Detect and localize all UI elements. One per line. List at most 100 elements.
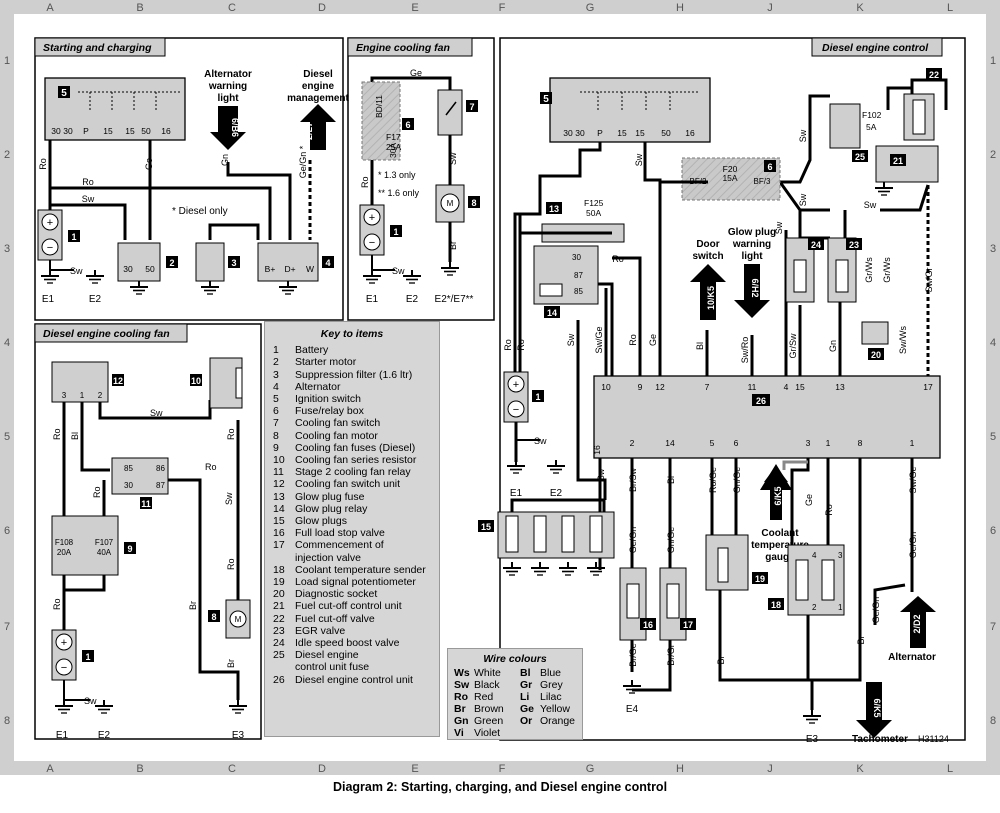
key-item-number: 13	[273, 490, 285, 503]
key-item-number: 11	[273, 466, 284, 479]
svg-text:3: 3	[838, 551, 843, 560]
key-item-text: Cooling fan switch	[295, 417, 381, 430]
svg-text:4: 4	[784, 382, 789, 392]
wire-colour-code	[520, 727, 540, 739]
svg-text:15: 15	[617, 128, 627, 138]
svg-text:9: 9	[127, 544, 132, 554]
svg-text:E2*/E7**: E2*/E7**	[435, 294, 474, 305]
svg-text:11: 11	[141, 499, 151, 509]
svg-text:11: 11	[748, 382, 757, 392]
svg-text:40A: 40A	[97, 548, 112, 557]
key-item-text: control unit fuse	[295, 661, 370, 674]
key-item-text: Stage 2 cooling fan relay	[295, 466, 411, 479]
col-label: F	[499, 2, 506, 14]
wire-colour-code: Br	[454, 703, 466, 715]
diesel-control-wires	[513, 78, 948, 710]
svg-text:light: light	[217, 93, 239, 104]
svg-text:16: 16	[161, 126, 171, 136]
svg-text:30: 30	[572, 253, 581, 262]
alternator-4: B+D+W 4	[257, 242, 334, 295]
svg-text:Br/Ge: Br/Ge	[628, 643, 638, 667]
key-item-number: 21	[273, 600, 285, 613]
svg-text:F108: F108	[55, 538, 74, 547]
alternator-ref: 2/D2 Alternator	[888, 596, 936, 663]
key-item-text: Fuse/relay box	[295, 405, 364, 418]
svg-text:engine: engine	[302, 81, 335, 92]
col-label: G	[586, 2, 595, 14]
svg-text:Ro: Ro	[205, 462, 217, 472]
wire-colour-name: Green	[474, 715, 504, 727]
col-label: K	[856, 2, 864, 14]
svg-text:15: 15	[125, 126, 135, 136]
svg-text:6/B6: 6/B6	[230, 118, 240, 137]
key-item-text: Idle speed boost valve	[295, 637, 400, 650]
panel-tab	[347, 37, 473, 57]
svg-text:85: 85	[574, 287, 583, 296]
row-label: 8	[4, 715, 10, 727]
svg-text:M: M	[235, 615, 242, 624]
svg-text:20A: 20A	[57, 548, 72, 557]
key-item-number: 22	[273, 612, 285, 625]
svg-text:E1: E1	[366, 294, 379, 305]
key-item-text: Ignition switch	[295, 393, 361, 406]
row-label: 7	[4, 621, 10, 633]
svg-text:P: P	[83, 126, 89, 136]
svg-text:Ro: Ro	[628, 334, 638, 346]
svg-text:2: 2	[98, 391, 103, 400]
svg-text:F125: F125	[584, 198, 604, 208]
svg-text:Sw: Sw	[634, 153, 644, 166]
svg-text:8: 8	[211, 612, 216, 622]
svg-text:Br/Gr: Br/Gr	[666, 644, 676, 666]
key-item-number: 18	[273, 563, 285, 576]
svg-text:* 1.3 only: * 1.3 only	[378, 170, 416, 180]
svg-text:warning: warning	[732, 239, 771, 250]
key-item-text: Cooling fan series resistor	[295, 454, 417, 467]
row-label: 2	[990, 149, 996, 161]
col-label: B	[136, 763, 143, 775]
key-item-number: 26	[273, 673, 285, 686]
svg-text:26: 26	[756, 396, 766, 406]
svg-text:6: 6	[734, 438, 739, 448]
svg-text:22: 22	[929, 70, 939, 80]
row-label: 5	[990, 431, 996, 443]
alternator-warning-ref: Alternator warning light 6/B6	[204, 69, 252, 150]
svg-text:Gn: Gn	[220, 154, 230, 166]
svg-text:W: W	[306, 264, 314, 274]
key-item-number	[273, 552, 295, 564]
svg-text:Br: Br	[448, 241, 458, 250]
svg-text:1: 1	[85, 652, 90, 662]
svg-text:Coolant: Coolant	[761, 528, 799, 539]
svg-text:4: 4	[812, 551, 817, 560]
panel-title-starting: Starting and charging	[43, 42, 152, 54]
wire-colour-code: Sw	[454, 679, 470, 691]
panel-title-diesel-control: Diesel engine control	[822, 42, 929, 54]
svg-text:30: 30	[123, 264, 133, 274]
svg-text:87: 87	[574, 271, 583, 280]
svg-text:Sw: Sw	[534, 436, 547, 446]
svg-text:Ro: Ro	[612, 254, 624, 264]
svg-text:light: light	[741, 251, 763, 262]
svg-text:6/K5: 6/K5	[872, 698, 882, 717]
col-label: C	[228, 2, 236, 14]
svg-text:E3: E3	[806, 734, 819, 745]
svg-text:Sw: Sw	[448, 152, 458, 165]
svg-text:Gn/Ge: Gn/Ge	[666, 527, 676, 554]
svg-text:5: 5	[543, 94, 549, 105]
svg-text:30: 30	[63, 126, 73, 136]
svg-text:Gn/Ge: Gn/Ge	[732, 467, 742, 494]
svg-text:E2: E2	[98, 730, 111, 741]
svg-text:+: +	[513, 379, 519, 391]
svg-text:−: −	[61, 662, 67, 674]
svg-text:Glow plug: Glow plug	[728, 227, 776, 238]
